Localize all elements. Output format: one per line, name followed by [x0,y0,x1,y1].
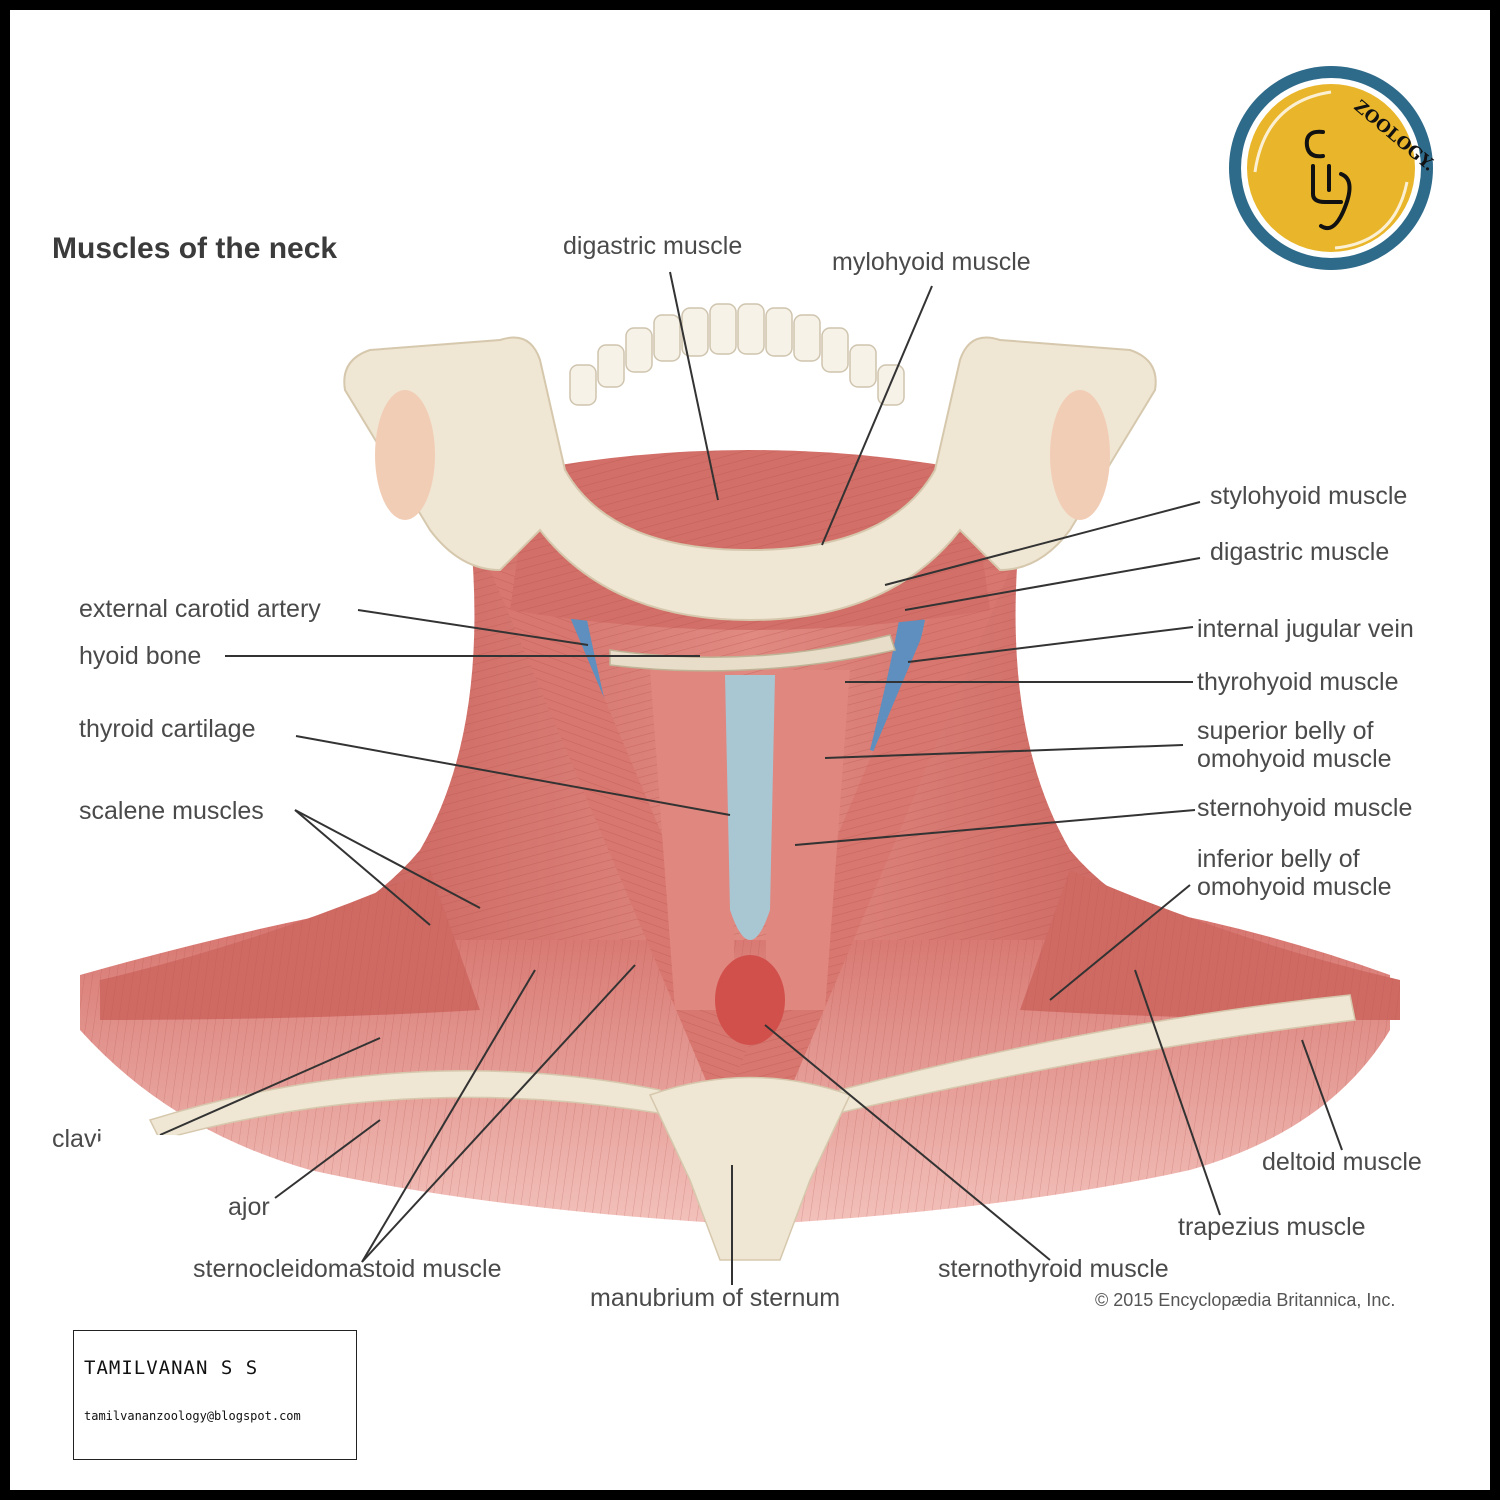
author-email: tamilvananzoology@blogspot.com [84,1409,301,1423]
label-scalene: scalene muscles [79,797,264,825]
label-superior-omohyoid-line2: omohyoid muscle [1197,745,1392,773]
label-stylohyoid: stylohyoid muscle [1210,482,1408,510]
internal-jugular-vein-right [870,615,925,755]
label-deltoid: deltoid muscle [1262,1148,1422,1176]
author-name: TAMILVANAN S S [84,1357,259,1379]
label-mylohyoid: mylohyoid muscle [832,248,1031,276]
author-box: TAMILVANAN S S tamilvananzoology@blogspo… [73,1330,357,1460]
white-cover-patch [68,1135,248,1275]
copyright-notice: © 2015 Encyclopædia Britannica, Inc. [1095,1290,1396,1310]
label-pectoralis-partial: ajor [228,1193,270,1221]
manubrium [648,1076,852,1261]
label-manubrium: manubrium of sternum [590,1284,841,1312]
label-inferior-omohyoid-line2: omohyoid muscle [1197,873,1392,901]
label-internal-jugular: internal jugular vein [1197,615,1414,643]
page-frame: Muscles of the neck digastric muscle myl… [10,10,1490,1490]
label-sternohyoid: sternohyoid muscle [1197,794,1413,822]
label-external-carotid: external carotid artery [79,595,321,623]
label-thyrohyoid: thyrohyoid muscle [1197,668,1399,696]
diagram-title: Muscles of the neck [52,232,338,265]
label-digastric-top: digastric muscle [563,232,743,260]
trachea [725,675,775,940]
zoology-badge-logo: ZOOLOGY. [1229,66,1437,270]
label-inferior-omohyoid-line1: inferior belly of [1197,845,1360,873]
neck-anatomy-illustration [80,271,1400,1285]
hyoid-bone [609,634,896,672]
label-hyoid-bone: hyoid bone [79,642,202,670]
label-sternothyroid: sternothyroid muscle [938,1255,1169,1283]
label-sternocleidomastoid: sternocleidomastoid muscle [193,1255,502,1283]
mandible [343,336,1157,622]
label-thyroid-cartilage: thyroid cartilage [79,715,256,743]
tamil-letter-icon [1304,129,1352,231]
label-superior-omohyoid-line1: superior belly of [1197,717,1374,745]
label-trapezius: trapezius muscle [1178,1213,1366,1241]
label-digastric-right: digastric muscle [1210,538,1390,566]
